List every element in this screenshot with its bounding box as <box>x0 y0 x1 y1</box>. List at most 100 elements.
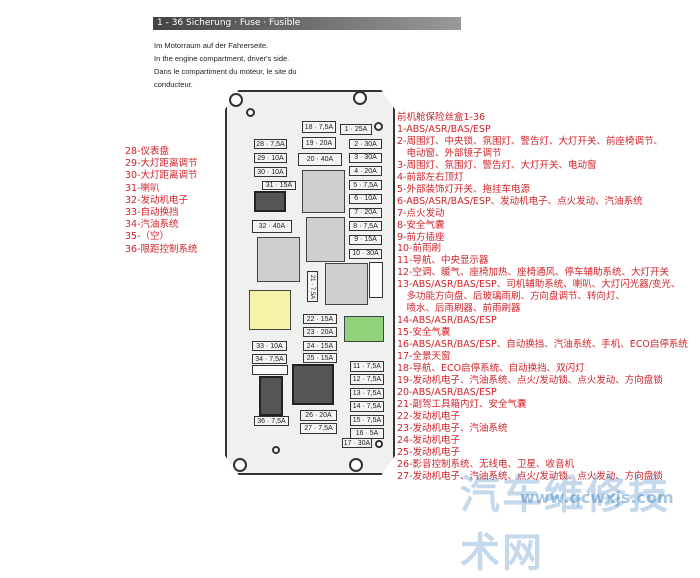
fuse-34: 34 · 7,5A <box>252 354 287 364</box>
fuse-8: 8 · 7,5A <box>349 221 382 232</box>
mounting-hole <box>375 440 383 448</box>
relay-block <box>325 263 368 305</box>
relay-block <box>257 237 300 282</box>
legend-right-item: 5-外部装饰灯开关、拖挂车电源 <box>397 183 530 195</box>
fuse-13: 13 · 7,5A <box>350 387 384 399</box>
fuse-20: 20 · 40A <box>298 153 342 166</box>
legend-left-item: 33-自动换挡 <box>125 207 179 218</box>
fuse-label: 8 · 7,5A <box>353 222 378 230</box>
watermark-url: www.qcwxjs.com <box>520 488 674 507</box>
legend-right-item: 9-前方插座 <box>397 231 445 243</box>
fuse-label: 4 · 20A <box>354 167 377 175</box>
fuse-label: 36 · 7,5A <box>257 417 286 425</box>
legend-right-item: 11-导航、中央显示器 <box>397 255 489 267</box>
fuse-label: 10 · 30A <box>352 250 379 258</box>
fuse-27: 27 · 7,5A <box>300 423 337 434</box>
fuse-24: 24 · 15A <box>303 341 337 351</box>
legend-left-item: 32-发动机电子 <box>125 194 189 206</box>
intro-line-en: In the engine compartment, driver's side… <box>154 54 290 63</box>
legend-right-item: 喷水、后雨刷器、前雨刷器 <box>397 303 521 315</box>
fuse-33: 33 · 10A <box>252 341 287 351</box>
mounting-hole <box>353 91 367 105</box>
legend-right-item: 8-安全气囊 <box>397 219 445 231</box>
relay-dark <box>292 364 334 405</box>
intro-line-fr: Dans le compartiment du moteur, le site … <box>154 67 297 76</box>
fuse-28: 28 · 7,5A <box>254 139 287 149</box>
fuse-21: 21 · 7,5A <box>307 271 318 302</box>
legend-right-item: 13-ABS/ASR/BAS/ESP、司机辅助系统、喇叭、大灯闪光器/变光、 <box>397 279 681 291</box>
fuse-label: 20 · 40A <box>306 156 334 163</box>
fuse-label: 25 · 15A <box>306 354 334 362</box>
legend-right-item: 27-发动机电子、汽油系统、点火/发动锁、点火发动、方向盘锁 <box>397 470 663 482</box>
fuse-label: 27 · 7,5A <box>304 425 333 432</box>
fuse-10: 10 · 30A <box>349 248 382 259</box>
fuse-label: 12 · 7,5A <box>352 376 382 384</box>
legend-right-item: 23-发动机电子、汽油系统 <box>397 422 508 434</box>
fuse-23: 23 · 20A <box>303 327 337 337</box>
legend-right-item: 1-ABS/ASR/BAS/ESP <box>397 123 491 135</box>
fuse-11: 11 · 7,5A <box>350 361 384 372</box>
mounting-hole <box>272 446 280 454</box>
legend-right-item: 3-周围灯、氛围灯、警告灯、大灯开关、电动窗 <box>397 159 597 171</box>
legend-right-item: 17-全景天窗 <box>397 351 451 362</box>
relay-block <box>306 217 345 262</box>
fuse-label: 5 · 7,5A <box>353 181 378 189</box>
fuse-label: 18 · 7,5A <box>304 123 334 131</box>
mounting-hole <box>246 108 255 117</box>
relay-yellow <box>249 290 291 330</box>
legend-right-item: 25-发动机电子 <box>397 446 461 458</box>
fuse-25: 25 · 15A <box>303 353 337 363</box>
legend-right-item: 7-点火发动 <box>397 207 445 219</box>
fuse-label: 34 · 7,5A <box>255 355 284 363</box>
fuse-label: 15 · 7,5A <box>352 416 382 424</box>
mounting-hole <box>349 458 363 472</box>
fuse-17: 17 · 30A <box>342 438 372 448</box>
legend-left-item: 28-仪表盘 <box>125 146 170 157</box>
legend-right-item: 6-ABS/ASR/BAS/ESP、发动机电子、点火发动、汽油系统 <box>397 195 643 207</box>
relay-green <box>344 316 384 342</box>
fuse-22: 22 · 15A <box>303 314 337 324</box>
legend-right-item: 12-空调、暖气、座椅加热、座椅通风、停车辅助系统、大灯开关 <box>397 267 670 279</box>
fuse-36: 36 · 7,5A <box>254 416 289 426</box>
fuse-29: 29 · 10A <box>254 153 287 163</box>
intro-line-de: Im Motorraum auf der Fahrerseite. <box>154 41 269 50</box>
fuse-label: 23 · 20A <box>306 328 334 336</box>
legend-left-item: 35-（空） <box>125 231 170 243</box>
fuse-30: 30 · 10A <box>254 167 287 177</box>
spare-slot <box>252 365 288 375</box>
fuse-2: 2 · 30A <box>349 139 382 149</box>
legend-right-item: 电动窗、外部镜子调节 <box>397 147 502 159</box>
fuse-1: 1 · 25A <box>340 124 372 135</box>
fuse-label: 17 · 30A <box>343 439 371 447</box>
fuse-label: 14 · 7,5A <box>352 403 382 411</box>
fuse-12: 12 · 7,5A <box>350 374 384 386</box>
fuse-label: 2 · 30A <box>354 140 377 148</box>
fuse-31: 31 · 15A <box>262 181 296 190</box>
legend-right-item: 22-发动机电子 <box>397 410 461 422</box>
legend-left-item: 30-大灯距离调节 <box>125 170 198 182</box>
legend-left-item: 31-喇叭 <box>125 182 160 194</box>
fuse-label: 24 · 15A <box>306 342 334 350</box>
fuse-6: 6 · 10A <box>349 193 382 204</box>
watermark: 汽车维修技术网 <box>460 472 670 576</box>
fuse-14: 14 · 7,5A <box>350 401 384 413</box>
fuse-5: 5 · 7,5A <box>349 180 382 191</box>
fuse-32: 32 · 40A <box>252 220 292 233</box>
fuse-label: 16 · 5A <box>355 430 379 437</box>
fuse-label: 3 · 30A <box>354 154 377 162</box>
fuse-label: 28 · 7,5A <box>256 140 285 148</box>
fuse-label: 30 · 10A <box>257 168 284 176</box>
fuse-4: 4 · 20A <box>349 166 382 177</box>
fuse-label: 6 · 10A <box>354 195 377 203</box>
legend-right-item: 21-副驾工具箱内灯、安全气囊 <box>397 398 527 410</box>
fuse-label: 26 · 20A <box>305 412 332 419</box>
legend-right-item: 16-ABS/ASR/BAS/ESP、自动换挡、汽油系统、手机、ECO启停系统 <box>397 339 688 351</box>
legend-right-item: 19-发动机电子、汽油系统、点火/发动锁、点火发动、方向盘锁 <box>397 374 663 386</box>
fuse-label: 9 · 15A <box>354 236 377 244</box>
legend-right-item: 多功能方向盘、后玻璃雨刷、方向盘调节、转向灯、 <box>397 291 626 303</box>
fuse-label: 11 · 7,5A <box>353 363 381 370</box>
fuse-label: 22 · 15A <box>306 315 334 323</box>
relay-dark <box>254 191 286 212</box>
intro-line-fr2: conducteur. <box>154 80 193 89</box>
mounting-hole <box>374 122 383 131</box>
